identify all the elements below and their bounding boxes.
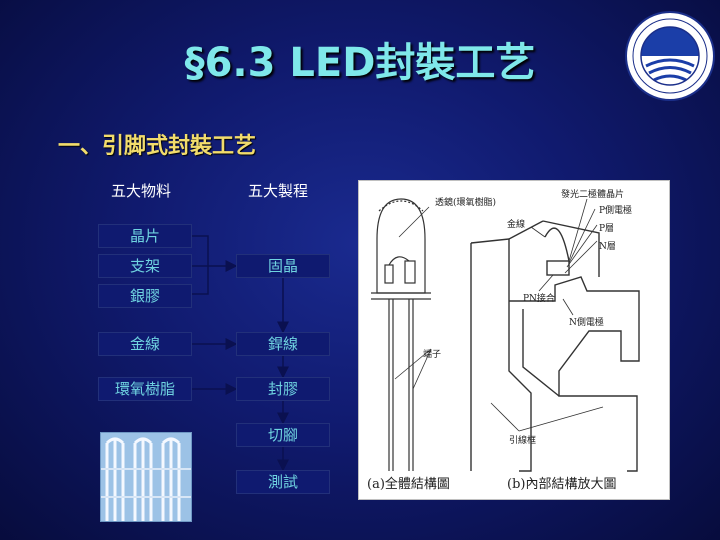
label-pn-junction: PN接合 xyxy=(523,294,555,304)
materials-header: 五大物料 xyxy=(111,182,172,200)
material-chip: 晶片 xyxy=(98,224,192,248)
section-subtitle: 一、引脚式封裝工艺 xyxy=(58,134,257,159)
process-test: 測試 xyxy=(236,470,330,494)
label-n-electrode: N側電極 xyxy=(569,318,604,328)
label-lead-frame: 引線框 xyxy=(509,436,537,446)
label-p-electrode: P側電極 xyxy=(599,206,633,216)
label-lead: 端子 xyxy=(423,350,442,360)
label-p-layer: P層 xyxy=(599,224,615,234)
label-epoxy-lens: 透鏡(環氧樹脂) xyxy=(435,198,497,208)
label-led-chip: 發光二極體晶片 xyxy=(561,190,625,200)
caption-internal-structure: (b)內部結構放大圖 xyxy=(507,477,617,492)
processes-header: 五大製程 xyxy=(248,182,309,200)
label-n-layer: N層 xyxy=(599,242,616,252)
led-structure-diagram: 透鏡(環氧樹脂) 發光二極體晶片 P側電極 P層 N層 金線 PN接合 N側電極… xyxy=(358,180,670,500)
lead-frame-photo xyxy=(100,432,192,522)
material-gold-wire: 金線 xyxy=(98,332,192,356)
process-encapsulate: 封膠 xyxy=(236,377,330,401)
process-trim-leads: 切腳 xyxy=(236,423,330,447)
caption-overall-structure: (a)全體結構圖 xyxy=(367,477,450,492)
slide-title: §6.3 LED封裝工艺 xyxy=(184,40,536,86)
label-gold-wire: 金線 xyxy=(507,220,526,230)
material-silver-paste: 銀膠 xyxy=(98,284,192,308)
led-structure-drawing xyxy=(371,198,640,472)
material-bracket: 支架 xyxy=(98,254,192,278)
material-epoxy: 環氧樹脂 xyxy=(98,377,192,401)
process-die-bond: 固晶 xyxy=(236,254,330,278)
university-logo xyxy=(625,11,715,101)
process-wire-bond: 銲線 xyxy=(236,332,330,356)
